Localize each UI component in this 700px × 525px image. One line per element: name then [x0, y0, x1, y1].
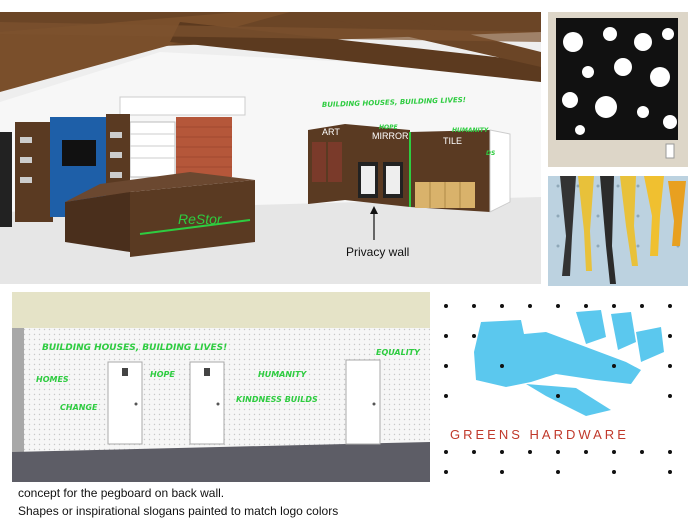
greens-hardware-logo-panel: GREENS HARDWARE — [436, 292, 688, 482]
wall-slogan-change: CHANGE — [60, 403, 98, 412]
zone-label-tile: TILE — [443, 136, 462, 146]
logo-text: GREENS HARDWARE — [450, 427, 629, 442]
caption-line-1: concept for the pegboard on back wall. — [18, 486, 225, 500]
pegboard-wall-concept: BUILDING HOUSES, BUILDING LIVES! HOMES H… — [12, 292, 430, 482]
wall-slogan-equality: EQUALITY — [376, 348, 421, 357]
zone-label-art: ART — [322, 127, 340, 137]
pegboard-tools-photo — [548, 176, 688, 286]
zone-label-mirror: MIRROR — [372, 131, 409, 141]
hammer-multitool-logo-icon — [474, 310, 664, 416]
wall-slogan-humanity: HUMANITY — [258, 370, 307, 379]
zone-label-ds: DS — [486, 150, 495, 157]
caption-line-2: Shapes or inspirational slogans painted … — [18, 504, 339, 518]
wall-slogan-main: BUILDING HOUSES, BUILDING LIVES! — [42, 343, 227, 353]
zone-label-humanity: HUMANITY — [452, 127, 489, 134]
privacy-wall-annotation: Privacy wall — [346, 245, 409, 259]
zone-label-hope: HOPE — [379, 124, 399, 131]
wall-slogan-homes: HOMES — [36, 375, 69, 384]
store-render-scene: ReStor ART MIRROR HOPE TILE HUMANITY DS … — [0, 12, 541, 284]
counter-sign-text: ReStor — [178, 211, 223, 227]
wall-slogan-hope: HOPE — [150, 370, 175, 379]
wall-slogan-kindness: KINDNESS BUILDS — [236, 395, 318, 404]
pegboard-circles-photo — [548, 12, 688, 167]
store-render-panel: ReStor ART MIRROR HOPE TILE HUMANITY DS … — [0, 12, 541, 284]
